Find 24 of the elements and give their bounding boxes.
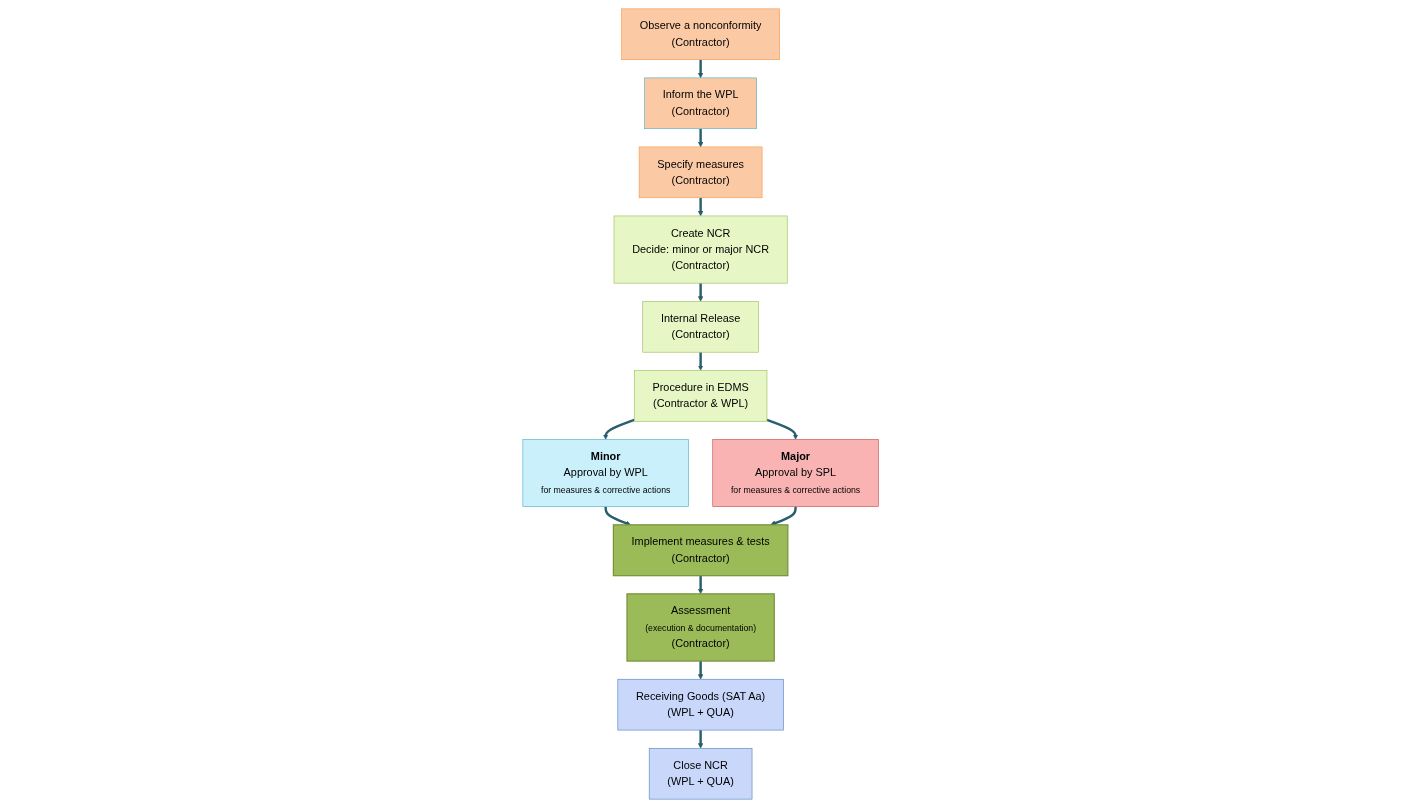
node-box: Procedure in EDMS (Contractor & WPL) [634,369,768,422]
arrow [698,282,704,302]
arrow [766,418,799,440]
node-box: Inform the WPL (Contractor) [644,77,758,129]
arrow [604,506,632,526]
node-box: Assessment (execution & documentation) (Contractor) [626,592,776,662]
node-box: Internal Release (Contractor) [642,300,760,352]
node-box: Close NCR (WPL + QUA) [649,747,753,799]
node-box: Observe a nonconformity (Contractor) [621,8,781,60]
arrow [698,59,704,78]
arrow [698,351,704,371]
arrow [698,729,704,748]
arrow [698,660,704,679]
arrow [698,197,704,216]
node-box: Minor Approval by WPL for measures & corrective actions [522,438,690,507]
node-box: Implement measures & tests (Contractor) [613,523,789,576]
arrow [698,128,704,147]
arrow [698,575,704,594]
arrow [603,418,636,440]
node-box: Receiving Goods (SAT Aa) (WPL + QUA) [617,678,785,730]
arrow [770,506,798,526]
node-box: Create NCR Decide: minor or major NCR (Contractor) [614,215,788,283]
node-box: Major Approval by SPL for measures & corrective actions [712,438,880,507]
node-box: Specify measures (Contractor) [639,146,763,198]
